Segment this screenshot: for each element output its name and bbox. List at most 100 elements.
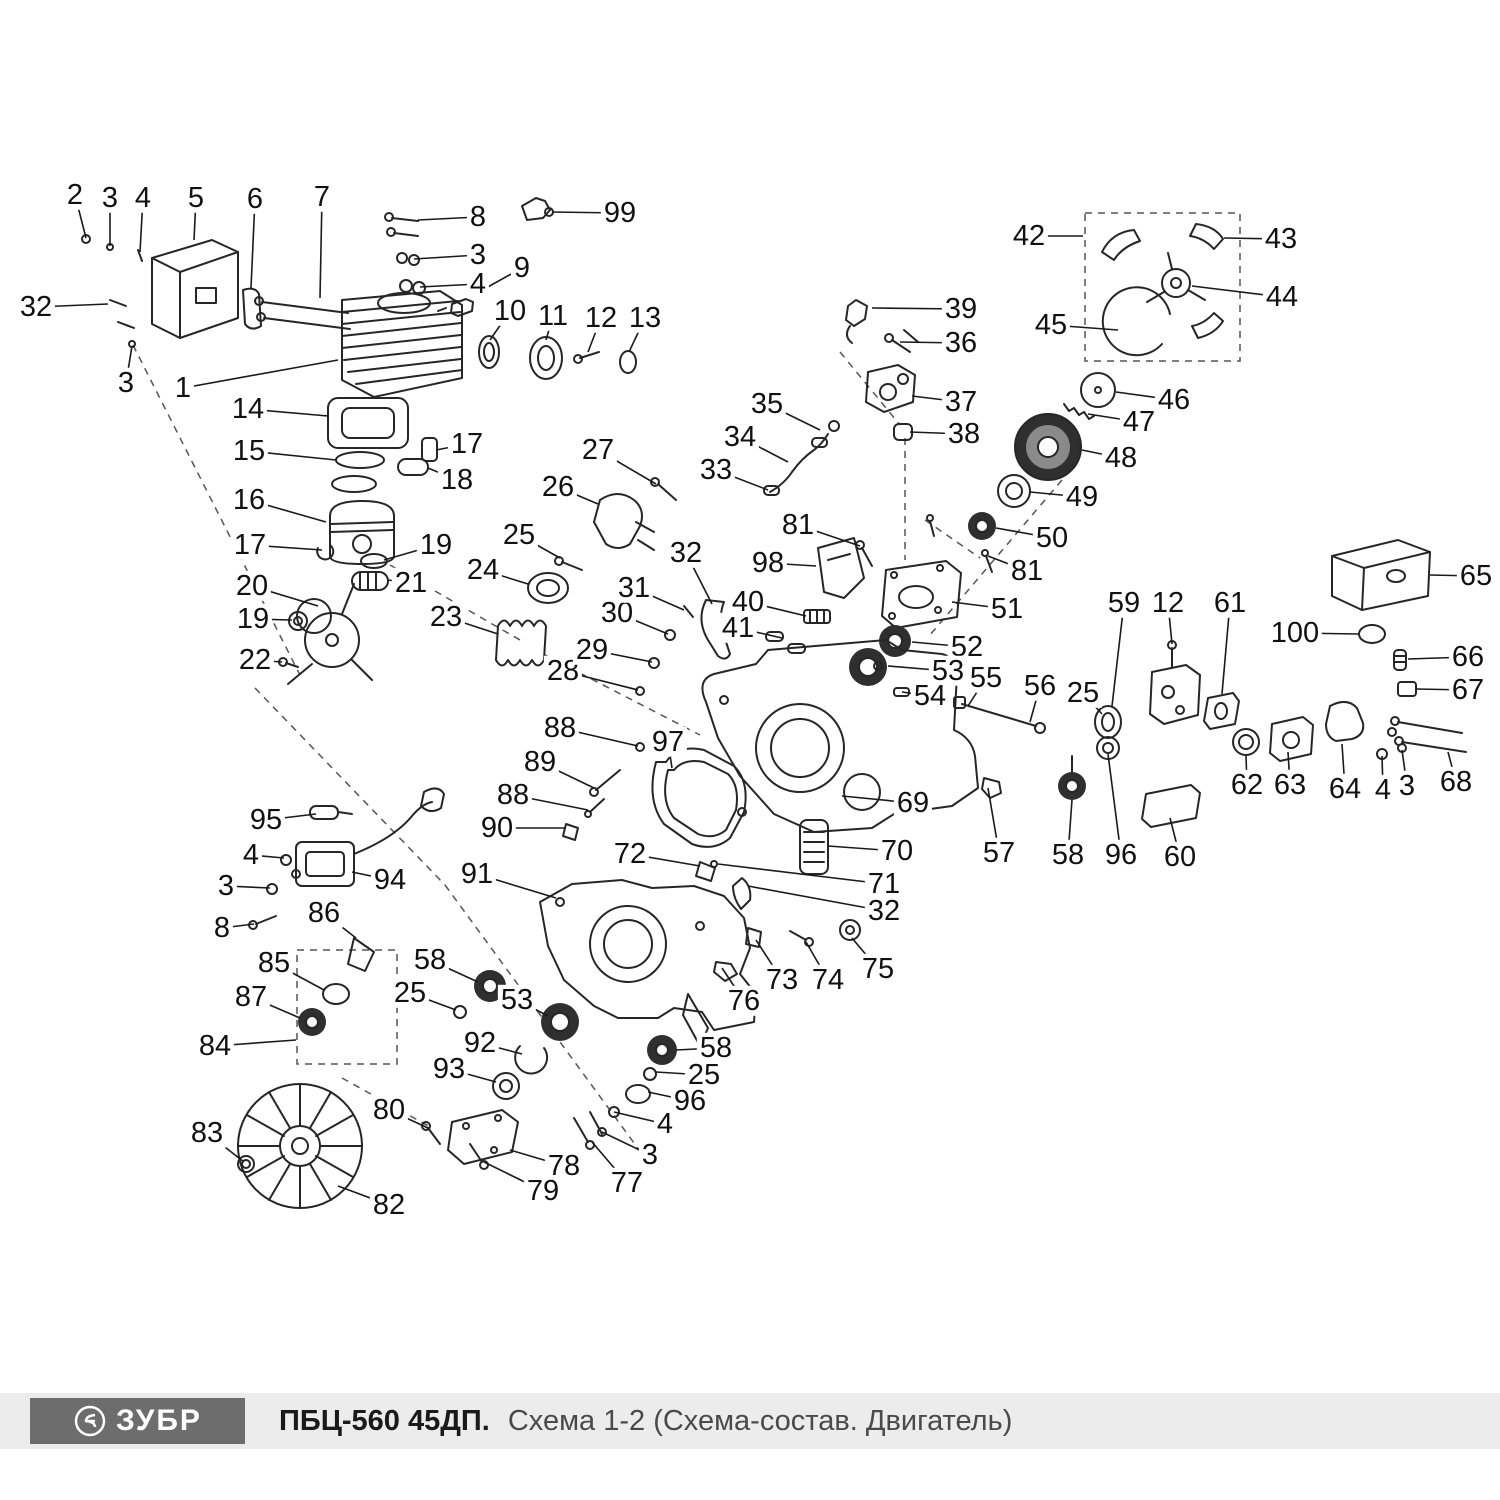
part-label-88: 88	[493, 779, 533, 810]
part-label-92: 92	[460, 1027, 500, 1058]
part-label-39: 39	[941, 293, 981, 324]
part-label-66: 66	[1448, 641, 1488, 672]
part-label-4: 4	[653, 1108, 677, 1139]
part-label-57: 57	[979, 837, 1019, 868]
part-label-43: 43	[1261, 223, 1301, 254]
part-label-99: 99	[600, 197, 640, 228]
part-label-35: 35	[747, 388, 787, 419]
part-label-51: 51	[987, 593, 1027, 624]
part-label-3: 3	[114, 367, 138, 398]
part-label-31: 31	[614, 572, 654, 603]
part-label-89: 89	[520, 746, 560, 777]
part-label-62: 62	[1227, 769, 1267, 800]
part-label-95: 95	[246, 804, 286, 835]
part-label-58: 58	[696, 1032, 736, 1063]
part-label-25: 25	[499, 519, 539, 550]
part-label-96: 96	[670, 1085, 710, 1116]
part-label-36: 36	[941, 327, 981, 358]
part-label-3: 3	[98, 182, 122, 213]
part-label-5: 5	[184, 182, 208, 213]
part-label-20: 20	[232, 570, 272, 601]
part-label-3: 3	[638, 1139, 662, 1170]
part-label-25: 25	[390, 977, 430, 1008]
part-label-59: 59	[1104, 587, 1144, 618]
part-label-64: 64	[1325, 773, 1365, 804]
part-label-32: 32	[666, 537, 706, 568]
part-label-37: 37	[941, 386, 981, 417]
part-label-4: 4	[239, 839, 263, 870]
part-label-96: 96	[1101, 839, 1141, 870]
part-label-33: 33	[696, 454, 736, 485]
part-label-16: 16	[229, 484, 269, 515]
part-label-82: 82	[369, 1189, 409, 1220]
part-label-63: 63	[1270, 769, 1310, 800]
part-label-44: 44	[1262, 281, 1302, 312]
part-label-81: 81	[1007, 555, 1047, 586]
part-label-49: 49	[1062, 481, 1102, 512]
part-label-97: 97	[648, 726, 688, 757]
part-label-67: 67	[1448, 674, 1488, 705]
part-label-25: 25	[684, 1059, 724, 1090]
part-label-85: 85	[254, 947, 294, 978]
part-label-79: 79	[523, 1175, 563, 1206]
part-label-12: 12	[1148, 587, 1188, 618]
part-label-84: 84	[195, 1030, 235, 1061]
part-label-58: 58	[410, 944, 450, 975]
part-label-56: 56	[1020, 670, 1060, 701]
part-label-70: 70	[877, 835, 917, 866]
part-label-21: 21	[391, 567, 431, 598]
part-label-4: 4	[1371, 774, 1395, 805]
part-label-100: 100	[1267, 617, 1323, 648]
part-label-24: 24	[463, 554, 503, 585]
part-label-2: 2	[63, 179, 87, 210]
part-label-65: 65	[1456, 560, 1496, 591]
part-label-46: 46	[1154, 384, 1194, 415]
part-label-91: 91	[457, 858, 497, 889]
part-label-76: 76	[724, 985, 764, 1016]
part-label-40: 40	[728, 586, 768, 617]
part-label-93: 93	[429, 1053, 469, 1084]
part-label-26: 26	[538, 471, 578, 502]
part-label-45: 45	[1031, 309, 1071, 340]
model-name: ПБЦ-560 45ДП.	[279, 1404, 490, 1437]
part-label-68: 68	[1436, 766, 1476, 797]
part-label-9: 9	[510, 252, 534, 283]
part-label-88: 88	[540, 712, 580, 743]
part-label-32: 32	[16, 291, 56, 322]
part-label-22: 22	[235, 644, 275, 675]
part-label-12: 12	[581, 302, 621, 333]
brand-name: ЗУБР	[116, 1404, 202, 1437]
part-label-19: 19	[416, 529, 456, 560]
part-label-14: 14	[228, 393, 268, 424]
part-label-77: 77	[607, 1167, 647, 1198]
part-label-73: 73	[762, 964, 802, 995]
part-label-61: 61	[1210, 587, 1250, 618]
part-label-29: 29	[572, 634, 612, 665]
part-label-54: 54	[910, 680, 950, 711]
part-label-34: 34	[720, 421, 760, 452]
part-label-55: 55	[966, 662, 1006, 693]
part-label-81: 81	[778, 509, 818, 540]
part-label-4: 4	[466, 268, 490, 299]
part-label-8: 8	[210, 912, 234, 943]
part-label-3: 3	[214, 870, 238, 901]
part-label-71: 71	[864, 868, 904, 899]
part-label-15: 15	[229, 435, 269, 466]
part-label-3: 3	[466, 239, 490, 270]
part-label-19: 19	[233, 603, 273, 634]
part-label-41: 41	[718, 612, 758, 643]
part-label-98: 98	[748, 547, 788, 578]
part-label-10: 10	[490, 295, 530, 326]
part-label-27: 27	[578, 434, 618, 465]
part-label-60: 60	[1160, 841, 1200, 872]
part-label-50: 50	[1032, 522, 1072, 553]
part-label-94: 94	[370, 864, 410, 895]
part-label-53: 53	[497, 984, 537, 1015]
part-label-74: 74	[808, 964, 848, 995]
part-label-17: 17	[230, 529, 270, 560]
part-label-87: 87	[231, 981, 271, 1012]
part-label-47: 47	[1119, 406, 1159, 437]
part-label-4: 4	[131, 182, 155, 213]
